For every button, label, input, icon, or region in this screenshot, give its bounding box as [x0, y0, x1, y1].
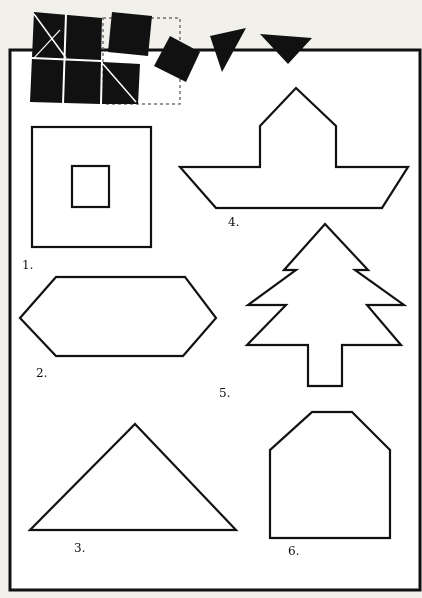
figure-6-label: 6. — [288, 544, 299, 558]
figure-2-label: 2. — [36, 366, 47, 380]
square-piece — [108, 12, 152, 56]
figure-3-label: 3. — [74, 541, 85, 555]
figure-4-label: 4. — [228, 215, 239, 229]
figure-1-label: 1. — [22, 258, 33, 272]
figure-5-label: 5. — [219, 386, 230, 400]
